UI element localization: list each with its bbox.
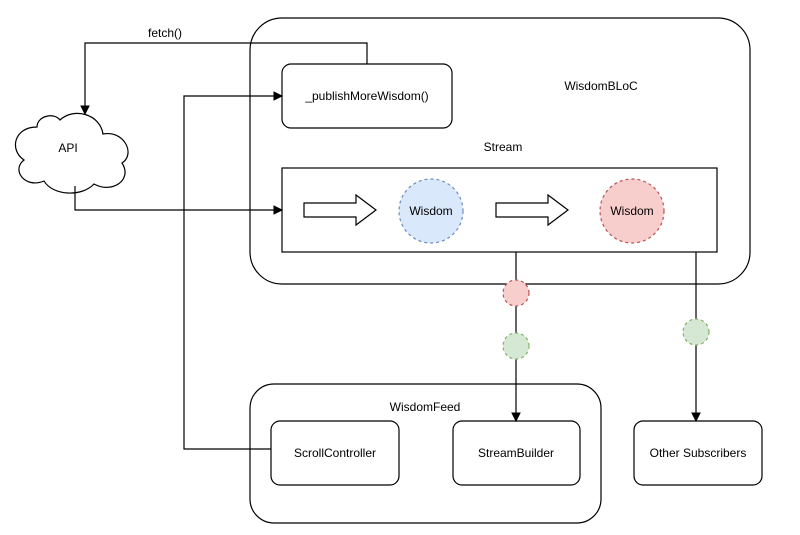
other-subscribers-box	[633, 420, 763, 486]
stream-flow-arrow-2	[495, 193, 569, 227]
event-dot-green-subscribers	[682, 318, 710, 346]
wisdom-feed-container	[249, 383, 602, 524]
wisdom-item-red	[599, 178, 665, 244]
wisdom-item-blue-label: Wisdom	[409, 204, 452, 218]
stream-to-subscribers-arrowhead	[691, 412, 701, 423]
event-dot-red	[502, 279, 530, 307]
fetch-arrowhead	[80, 105, 90, 116]
api-to-stream-connector	[74, 186, 274, 211]
wisdom-item-red-label: Wisdom	[610, 204, 653, 218]
other-subscribers-label: Other Subscribers	[650, 446, 747, 460]
stream-label: Stream	[484, 140, 523, 154]
scroll-controller-box	[270, 420, 400, 486]
stream-flow-arrow-1	[303, 193, 377, 227]
wisdom-bloc-label: WisdomBLoC	[564, 79, 638, 93]
scroll-to-publish-connector	[183, 95, 274, 450]
stream-builder-label: StreamBuilder	[478, 446, 554, 460]
wisdom-item-blue	[398, 178, 464, 244]
fetch-label: fetch()	[148, 26, 182, 40]
scroll-controller-label: ScrollController	[294, 446, 376, 460]
api-to-stream-arrowhead	[273, 205, 284, 215]
api-cloud-icon	[14, 112, 129, 194]
api-label: API	[58, 141, 77, 155]
stream-to-builder-arrowhead	[511, 412, 521, 423]
wisdom-feed-label: WisdomFeed	[390, 400, 461, 414]
fetch-connector	[84, 42, 368, 106]
scroll-to-publish-arrowhead	[273, 91, 284, 101]
event-dot-green-builder	[502, 332, 530, 360]
publish-more-wisdom-label: _publishMoreWisdom()	[304, 89, 428, 103]
